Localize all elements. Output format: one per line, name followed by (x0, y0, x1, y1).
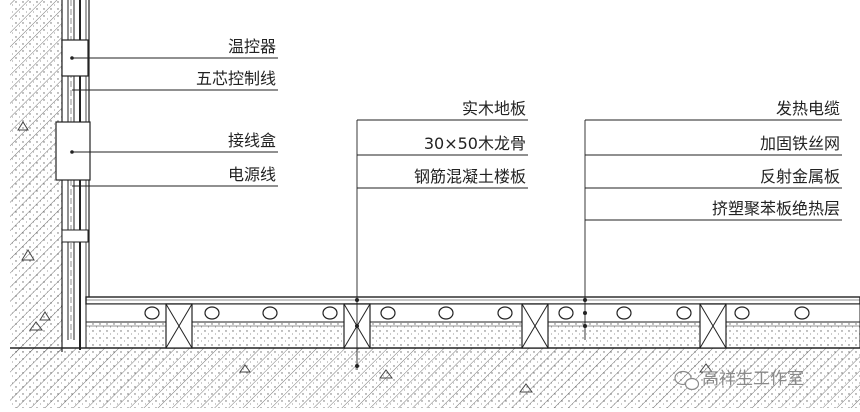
watermark: 高祥生工作室 (674, 369, 804, 391)
floor-build-up (10, 296, 860, 408)
label-wood-floor: 实木地板 (462, 99, 526, 118)
wechat-icon (674, 370, 700, 391)
heating-cables (144, 306, 810, 320)
label-control-wire: 五芯控制线 (196, 69, 276, 88)
label-reflective-plate: 反射金属板 (760, 167, 840, 186)
wood-keels (165, 303, 727, 349)
watermark-text: 高祥生工作室 (702, 369, 804, 389)
label-insulation-layer: 挤塑聚苯板绝热层 (712, 199, 840, 218)
label-wire-mesh: 加固铁丝网 (760, 134, 840, 153)
wall-section (10, 0, 90, 352)
label-wood-keel: 30×50木龙骨 (424, 134, 526, 153)
label-heating-cable: 发热电缆 (776, 99, 840, 118)
label-thermostat: 温控器 (228, 37, 276, 56)
label-junction-box: 接线盒 (228, 131, 276, 150)
leader-lines (72, 57, 842, 370)
label-power-wire: 电源线 (228, 165, 276, 184)
label-concrete-slab: 钢筋混凝土楼板 (414, 167, 526, 186)
